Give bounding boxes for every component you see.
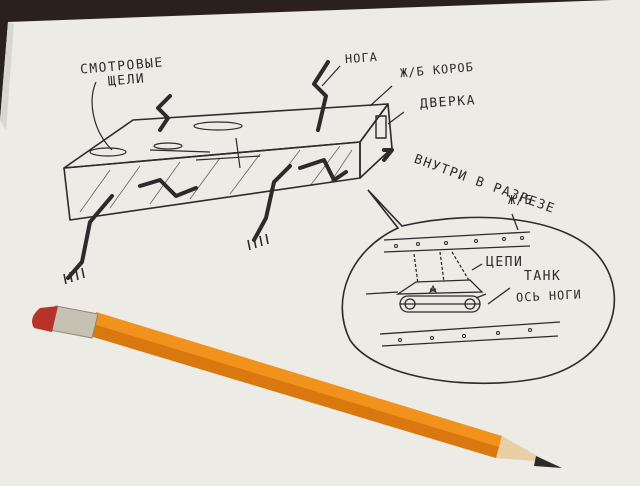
label-rc-short: Ж/Б bbox=[508, 193, 533, 207]
leg-middle-right bbox=[298, 158, 348, 182]
section-drawing bbox=[365, 213, 561, 347]
leg-side bbox=[382, 148, 394, 162]
chains-drawing bbox=[413, 251, 471, 285]
label-door: ДВЕРКА bbox=[419, 93, 477, 112]
leg-back-left bbox=[156, 94, 172, 132]
leg-front-left bbox=[66, 194, 114, 280]
section-bottom-slab bbox=[379, 321, 561, 347]
paper-shadow bbox=[0, 22, 14, 130]
pencil-wood-tip bbox=[496, 436, 548, 462]
label-leg: НОГА bbox=[344, 49, 379, 67]
spider-legs bbox=[66, 60, 394, 280]
pencil-eraser bbox=[32, 306, 58, 332]
leg-back-right bbox=[312, 60, 330, 132]
leg-front-mid bbox=[138, 178, 198, 198]
concrete-dots bbox=[394, 236, 532, 342]
pencil-body-shade bbox=[90, 324, 499, 458]
label-viewing-slits-2: ЩЕЛИ bbox=[107, 71, 146, 90]
label-tank: ТАНК bbox=[524, 269, 562, 284]
leg-front-right bbox=[252, 164, 292, 242]
pencil-lead bbox=[534, 456, 562, 468]
leg-claws bbox=[63, 233, 269, 285]
section-top-slab bbox=[383, 231, 531, 253]
label-chains: ЦЕПИ bbox=[486, 255, 524, 270]
leader-lines bbox=[91, 65, 405, 151]
viewing-slits bbox=[89, 121, 261, 169]
section-callout-bubble bbox=[341, 189, 616, 385]
door-drawing bbox=[375, 115, 387, 139]
pencil bbox=[32, 305, 562, 468]
